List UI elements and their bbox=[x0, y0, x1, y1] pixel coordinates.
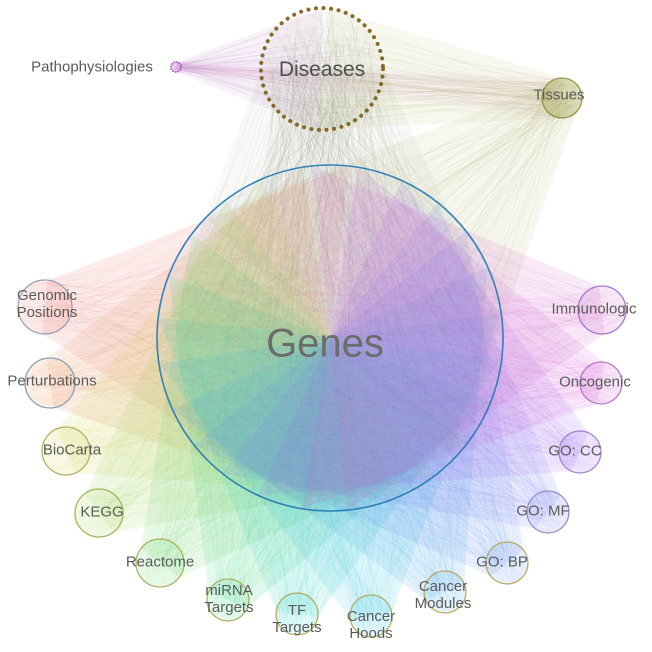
node-cancer_hoods[interactable] bbox=[349, 594, 393, 638]
node-diseases[interactable] bbox=[259, 6, 385, 132]
node-genomic_positions[interactable] bbox=[17, 279, 73, 335]
node-immunologic[interactable] bbox=[577, 285, 627, 335]
node-mirna_targets[interactable] bbox=[206, 578, 250, 622]
node-oncogenic[interactable] bbox=[579, 361, 623, 405]
node-perturbations[interactable] bbox=[24, 357, 76, 409]
node-genes[interactable] bbox=[156, 164, 504, 512]
node-kegg[interactable] bbox=[74, 488, 124, 538]
node-go_bp[interactable] bbox=[485, 541, 529, 585]
node-tf_targets[interactable] bbox=[275, 592, 319, 636]
node-pathophysiologies[interactable] bbox=[170, 61, 182, 73]
node-cancer_modules[interactable] bbox=[423, 570, 467, 614]
node-tissues[interactable] bbox=[541, 77, 583, 119]
node-biocarta[interactable] bbox=[41, 426, 91, 476]
node-go_cc[interactable] bbox=[558, 430, 602, 474]
node-go_mf[interactable] bbox=[526, 490, 570, 534]
node-reactome[interactable] bbox=[135, 538, 185, 588]
